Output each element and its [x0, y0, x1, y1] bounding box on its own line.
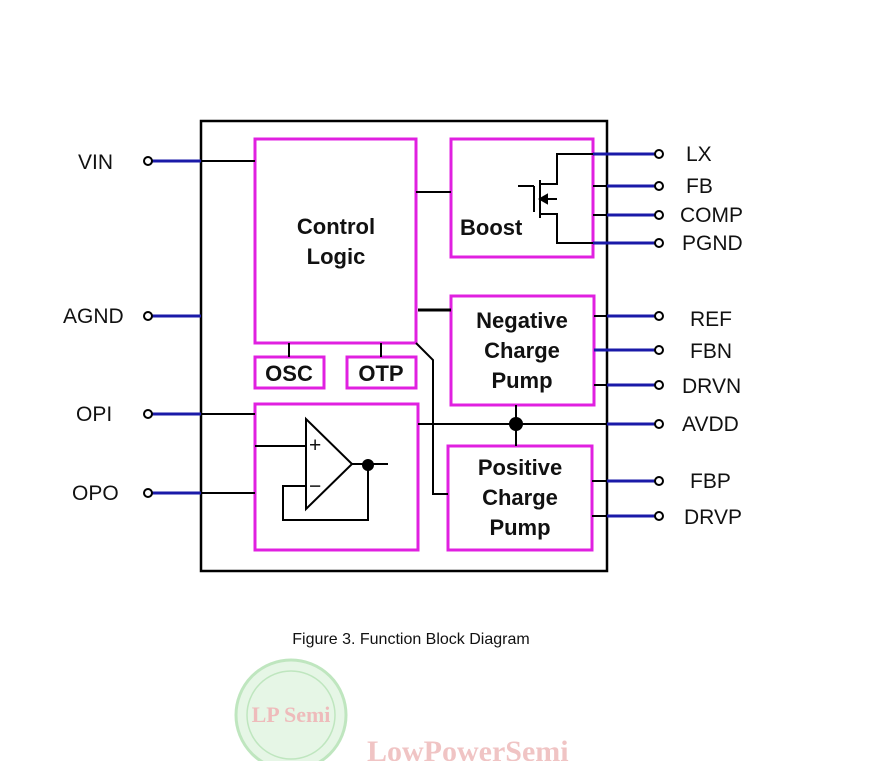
chip-outline — [199, 119, 609, 573]
pin-label-avdd: AVDD — [682, 413, 739, 436]
opamp-block — [253, 402, 420, 552]
osc-label: OSC — [265, 361, 313, 386]
pin-label-pgnd: PGND — [682, 232, 743, 255]
avdd-junction — [509, 417, 523, 431]
negative-charge-pump-label-line3: Pump — [491, 368, 552, 393]
opamp-output-junction — [362, 459, 374, 471]
pin-label-vin: VIN — [78, 151, 113, 174]
internal-wires — [201, 160, 607, 517]
positive-charge-pump-label-line3: Pump — [489, 515, 550, 540]
positive-charge-pump-label-line1: Positive — [478, 455, 562, 480]
mosfet-icon — [518, 153, 593, 244]
pin-label-lx: LX — [686, 143, 712, 166]
pin-label-opi: OPI — [76, 403, 112, 426]
pin-wires — [148, 152, 659, 518]
pin-label-ref: REF — [690, 308, 732, 331]
opamp-plus-sign: + — [309, 434, 321, 457]
pin-label-fbn: FBN — [690, 340, 732, 363]
control-logic-label-line2: Logic — [307, 244, 366, 269]
boost-label: Boost — [460, 215, 523, 240]
watermark-seal-text: LP Semi — [252, 702, 331, 727]
pin-terminals — [143, 149, 664, 521]
watermark-brand-text: LowPowerSemi — [367, 735, 569, 761]
positive-charge-pump-label-line2: Charge — [482, 485, 558, 510]
pin-label-drvn: DRVN — [682, 375, 741, 398]
pin-label-opo: OPO — [72, 482, 119, 505]
control-logic-block — [253, 137, 418, 345]
pin-label-agnd: AGND — [63, 305, 124, 328]
control-logic-label-line1: Control — [297, 214, 375, 239]
pin-label-comp: COMP — [680, 204, 743, 227]
figure-caption: Figure 3. Function Block Diagram — [292, 631, 529, 648]
boost-block — [449, 137, 595, 259]
negative-charge-pump-label-line1: Negative — [476, 308, 568, 333]
pin-label-fb: FB — [686, 175, 713, 198]
opamp-minus-sign: − — [309, 475, 321, 498]
negative-charge-pump-label-line2: Charge — [484, 338, 560, 363]
otp-label: OTP — [358, 361, 403, 386]
pin-label-drvp: DRVP — [684, 506, 742, 529]
watermark-logo: LP Semi — [234, 658, 348, 761]
pin-label-fbp: FBP — [690, 470, 731, 493]
positive-charge-pump-block — [446, 444, 594, 552]
